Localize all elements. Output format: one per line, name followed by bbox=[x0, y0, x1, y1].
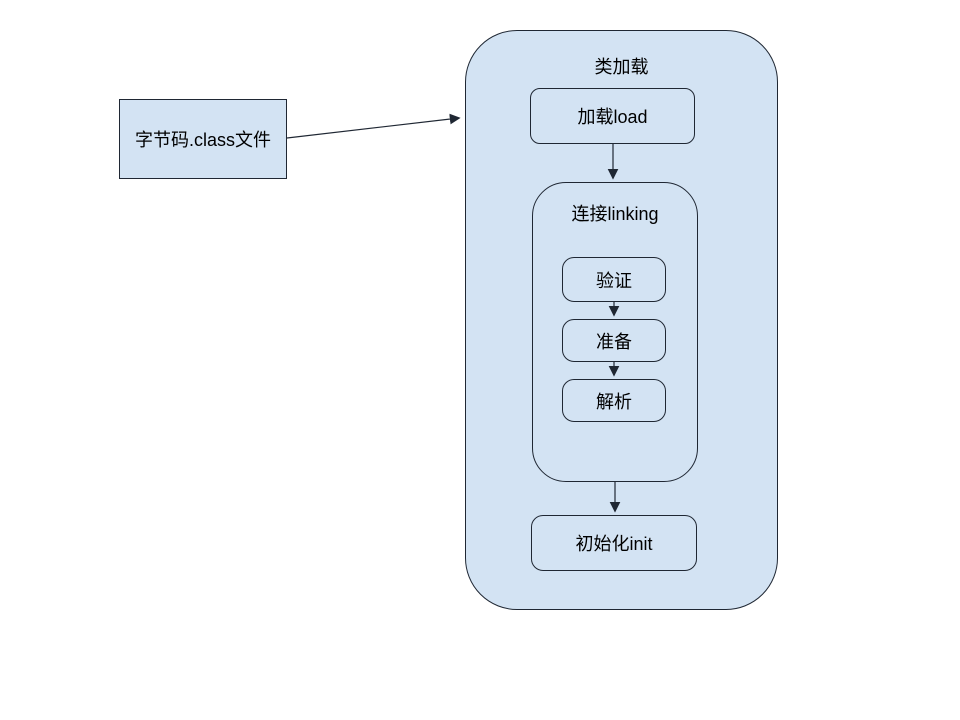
load-node: 加载load bbox=[530, 88, 695, 144]
prepare-label: 准备 bbox=[596, 331, 632, 352]
arrow-bytecode-to-classloading bbox=[286, 113, 461, 139]
bytecode-file-label: 字节码.class文件 bbox=[134, 130, 271, 150]
bytecode-file-node: 字节码.class文件 bbox=[119, 99, 287, 179]
verify-label: 验证 bbox=[596, 270, 632, 291]
resolve-label: 解析 bbox=[596, 391, 632, 412]
verify-node: 验证 bbox=[562, 257, 666, 302]
resolve-node: 解析 bbox=[562, 379, 666, 422]
init-label: 初始化init bbox=[575, 534, 653, 554]
load-label: 加载load bbox=[577, 107, 648, 127]
class-loading-title: 类加载 bbox=[594, 57, 649, 77]
linking-container: 连接linking bbox=[532, 182, 698, 482]
init-node: 初始化init bbox=[531, 515, 697, 571]
linking-title: 连接linking bbox=[571, 204, 659, 224]
prepare-node: 准备 bbox=[562, 319, 666, 362]
